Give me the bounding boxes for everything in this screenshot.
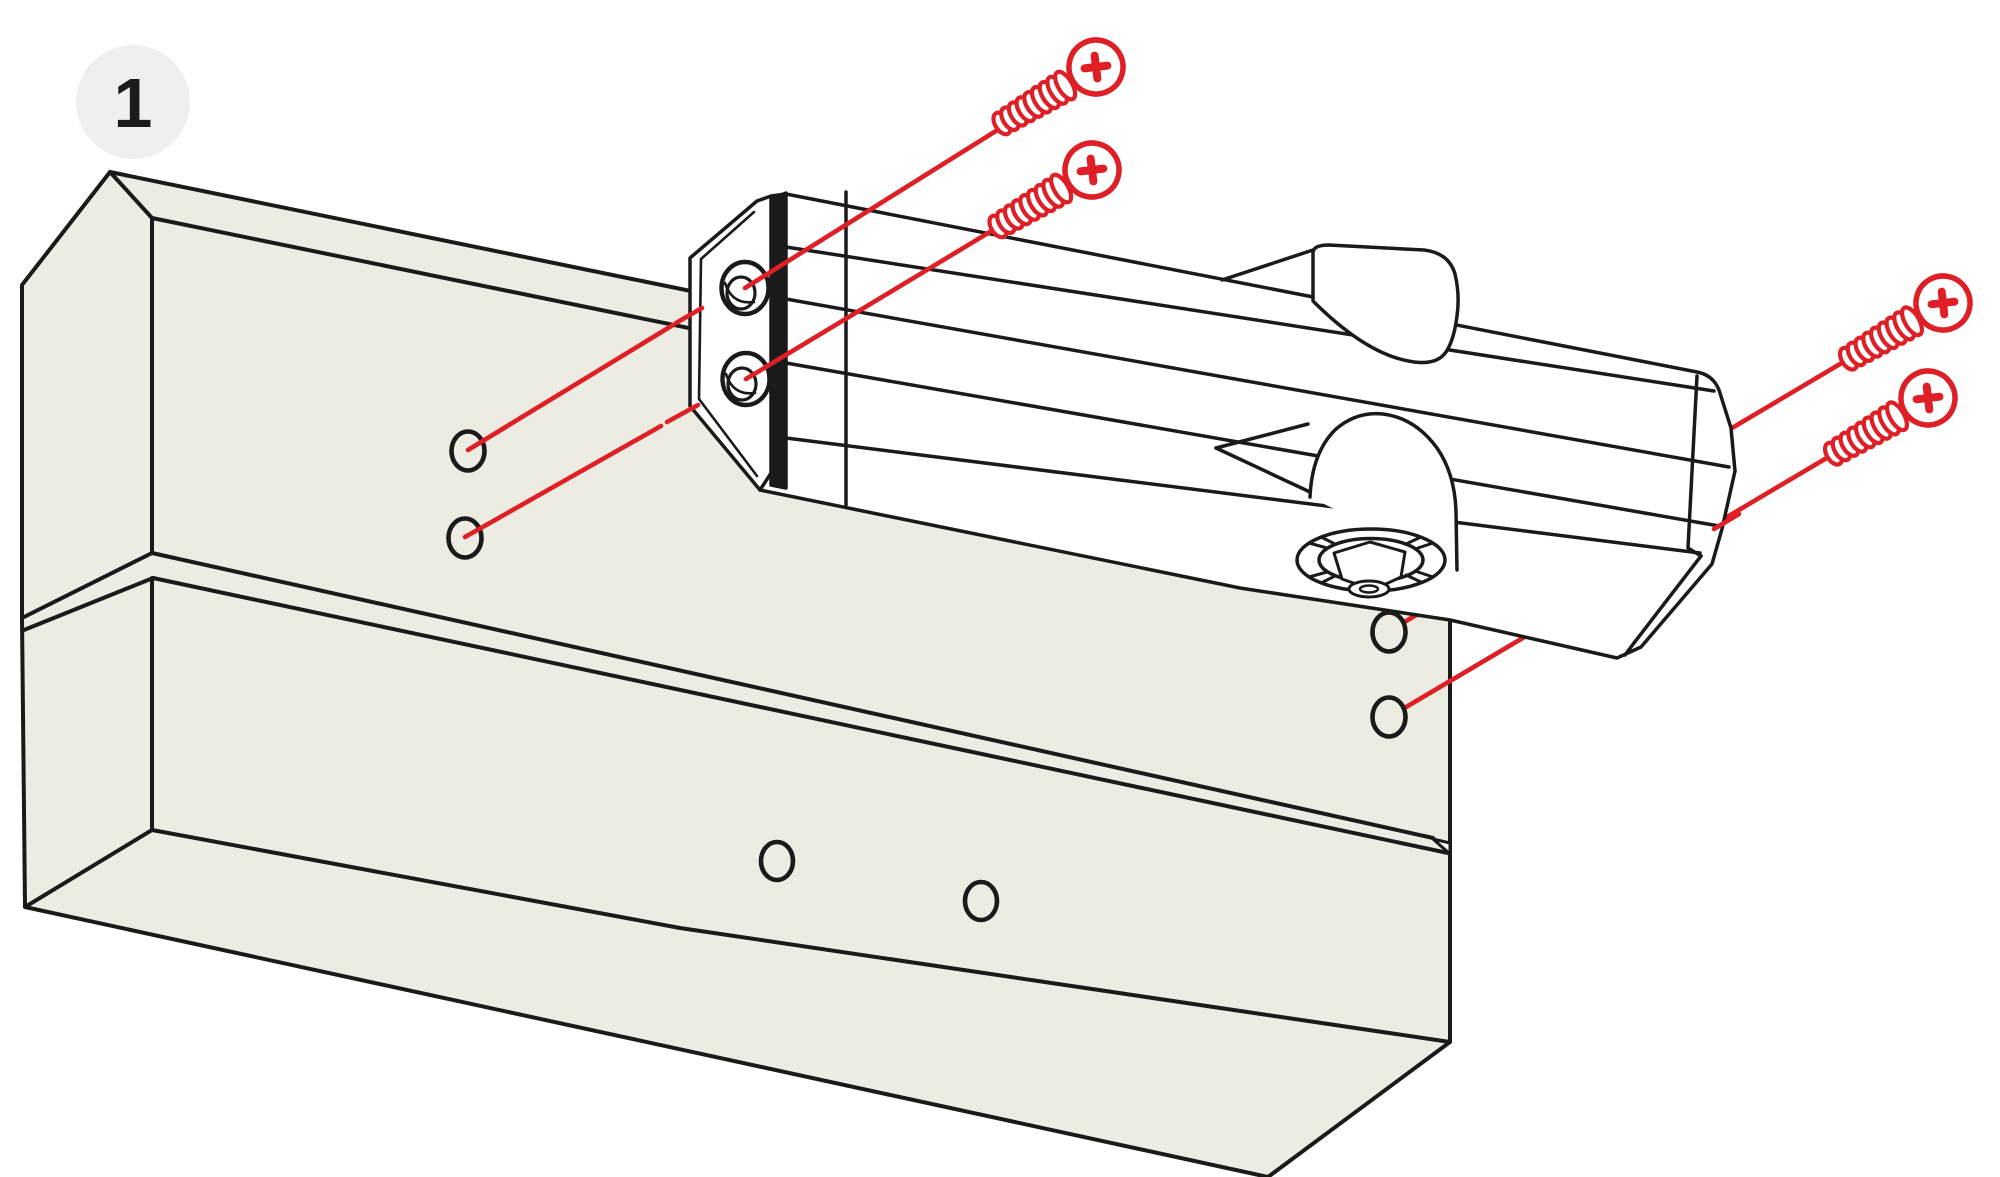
groove-left-bevel	[20, 551, 154, 620]
screw-guide-line	[465, 322, 676, 453]
pilot-hole	[962, 879, 1000, 923]
closer-silhouette	[688, 192, 1737, 660]
end-face-edge	[1686, 374, 1703, 558]
body-ridge-line	[784, 361, 1721, 528]
screw-right-1	[1829, 266, 1980, 385]
door-closer-body	[688, 190, 1737, 660]
body-ridge-line	[784, 297, 1731, 469]
mounting-plate-edge	[769, 191, 788, 490]
beam-top-left-edge	[108, 170, 154, 220]
pilot-holes-right	[1370, 610, 1408, 739]
screw-guide-line	[462, 423, 664, 540]
screw-guide-dash	[1711, 511, 1742, 532]
screw-guide-dash	[673, 305, 705, 326]
spindle-hex-socket	[1332, 540, 1407, 592]
pilot-hole	[1370, 610, 1408, 654]
body-ridge-line	[784, 436, 1702, 555]
pilot-hole	[1370, 695, 1408, 739]
end-flange-tip	[1623, 641, 1636, 657]
mounting-lug-lower	[1308, 411, 1459, 572]
groove-end-notch	[1431, 837, 1452, 856]
mounting-plate-foot	[758, 465, 777, 492]
lug-arm-line	[1214, 422, 1310, 450]
beam-bottom-front-edge	[150, 828, 1452, 1044]
step-number: 1	[114, 64, 153, 142]
screw-top-1	[982, 30, 1133, 150]
spindle-center-oval	[1347, 579, 1391, 599]
step-badge: 1	[76, 45, 190, 159]
body-ridge-line	[784, 245, 1716, 393]
spindle-center-dot	[1358, 584, 1380, 594]
beam-bottom-left-bevel	[23, 828, 154, 909]
lug-arm-line	[1220, 248, 1315, 282]
mounting-lug-upper	[1311, 243, 1460, 365]
screw-guide-dash	[664, 402, 701, 425]
end-flange-edge	[1632, 554, 1703, 645]
step-badge-circle	[76, 45, 190, 159]
screw-right-2	[1814, 361, 1965, 480]
mounting-plate-inner-outline	[697, 210, 759, 478]
screw-top-2	[978, 133, 1129, 253]
groove-lower-edge	[151, 576, 1450, 855]
lug-arm-line	[1214, 446, 1312, 494]
spindle-boss-ribs	[1307, 535, 1435, 585]
groove-upper-edge	[150, 551, 1435, 840]
groove-lower-bevel	[22, 576, 155, 632]
pilot-hole	[758, 839, 796, 883]
